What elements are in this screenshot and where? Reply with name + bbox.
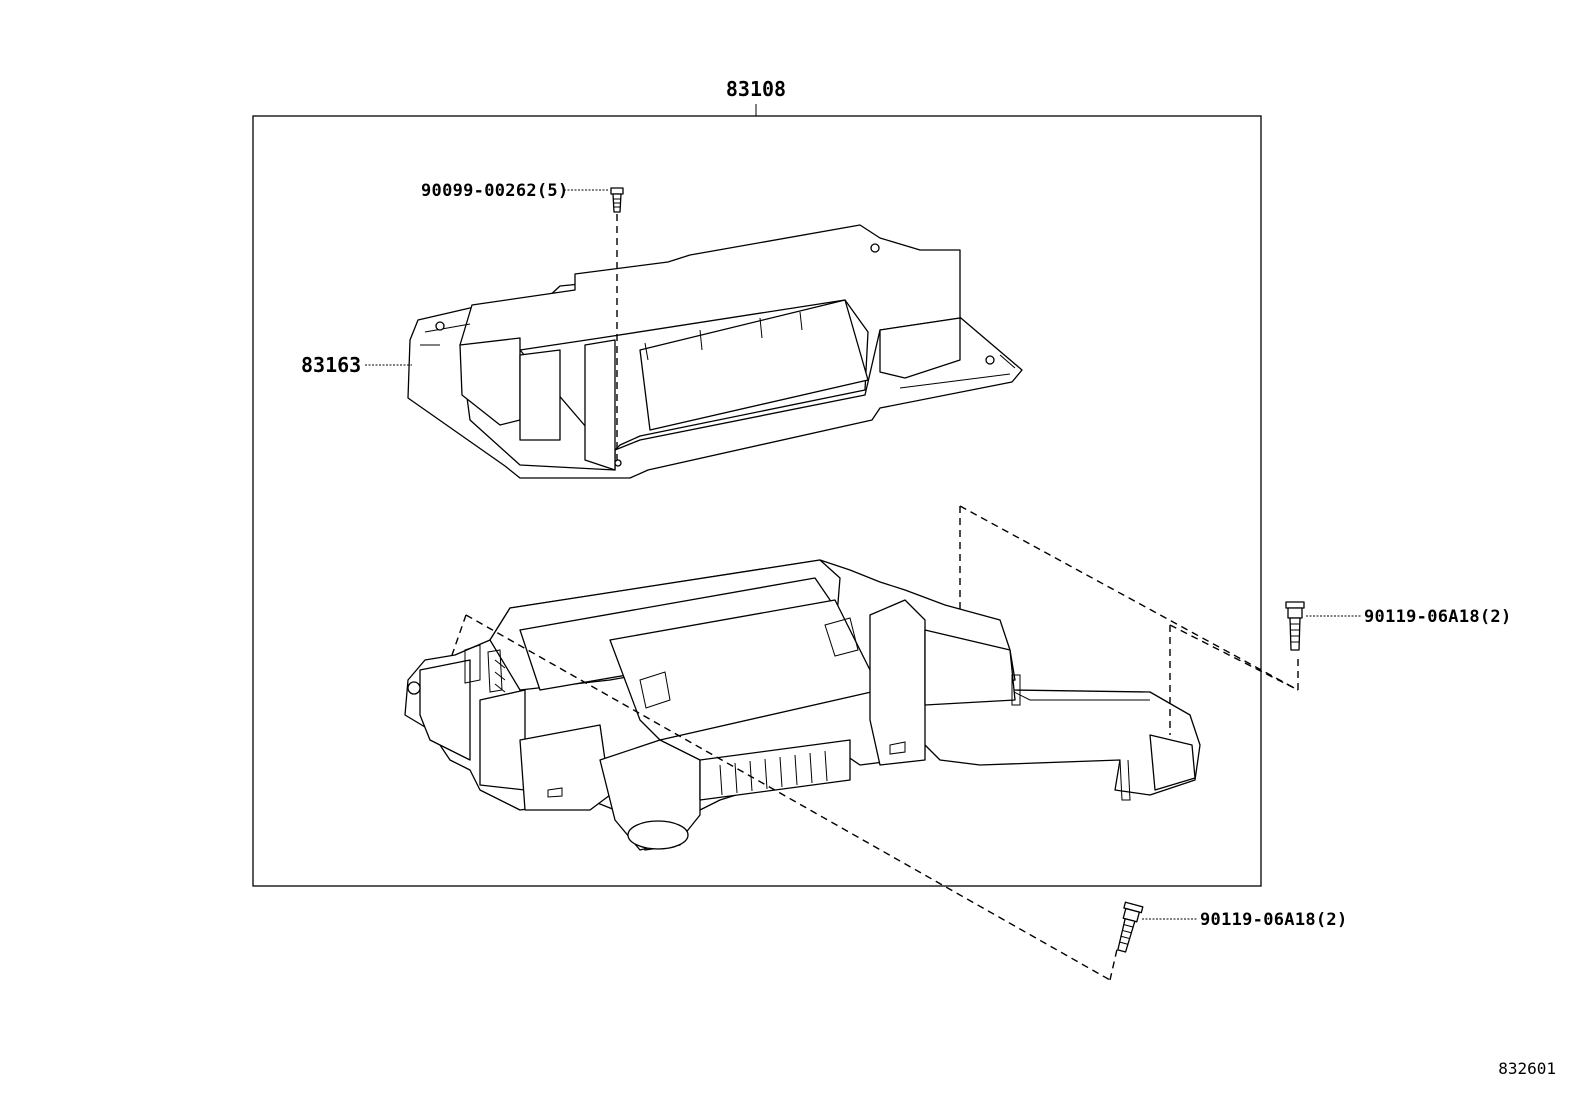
cover-label[interactable]: 83163 <box>301 353 361 377</box>
bolt-right-icon[interactable] <box>1285 601 1305 651</box>
bolt-bottom-label[interactable]: 90119-06A18(2) <box>1200 910 1348 930</box>
cover-83163[interactable] <box>407 224 1023 479</box>
lower-case[interactable] <box>404 559 1201 851</box>
figure-number: 832601 <box>1498 1059 1556 1078</box>
assembly-frame <box>252 115 1262 887</box>
guide-lines <box>451 505 1299 981</box>
bolt-bottom-icon[interactable] <box>1113 901 1144 953</box>
screw-top-icon[interactable] <box>610 187 624 213</box>
bolt-right-label[interactable]: 90119-06A18(2) <box>1364 607 1512 627</box>
screw-top-label[interactable]: 90099-00262(5) <box>421 181 569 201</box>
assembly-label[interactable]: 83108 <box>726 77 786 101</box>
